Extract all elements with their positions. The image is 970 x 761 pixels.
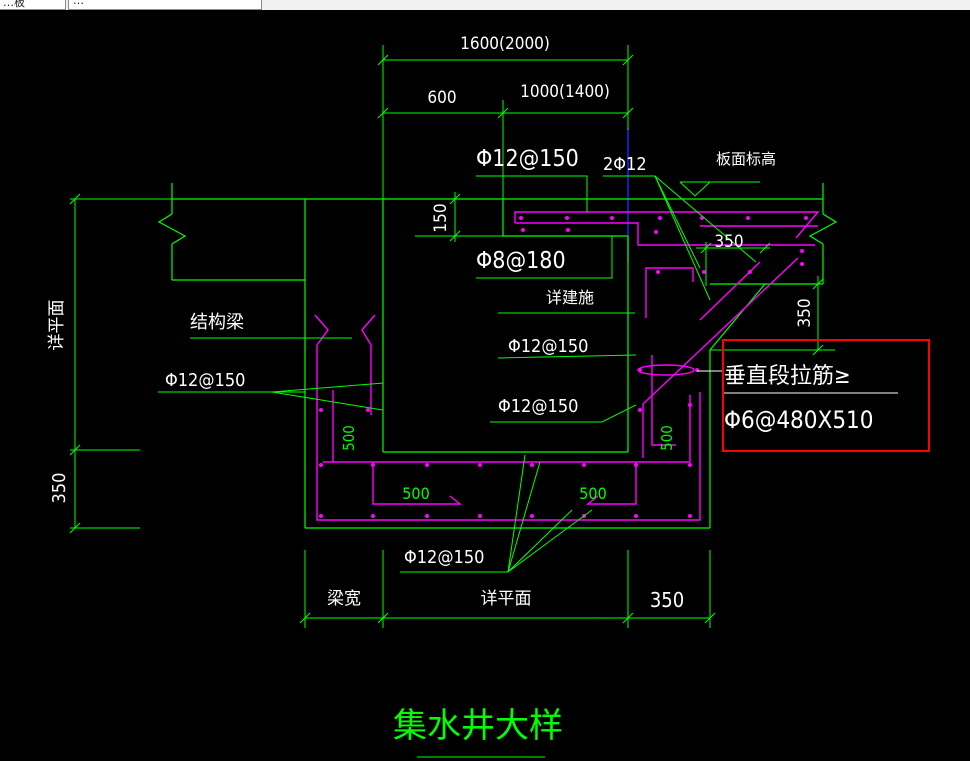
label-bottom-bar: Φ12@150 — [404, 547, 484, 568]
lap-labels: 500 500 500 500 — [340, 425, 676, 503]
dim-right-top: 1000(1400) — [520, 82, 610, 102]
drawing-tab[interactable]: … — [68, 0, 262, 10]
lap-label-left: 500 — [340, 425, 358, 451]
dim-total-top: 1600(2000) — [460, 34, 550, 54]
label-wall-bar-right: Φ12@150 — [498, 396, 578, 417]
file-tab[interactable]: …板 — [0, 0, 66, 10]
lap-label-right: 500 — [658, 425, 676, 451]
note-highlight-box — [722, 339, 930, 452]
label-dist-bar: Φ8@180 — [476, 248, 566, 274]
dim-bottom-beam: 梁宽 — [327, 589, 361, 609]
canvas-background — [0, 10, 970, 761]
dim-bottom-mid: 详平面 — [481, 589, 532, 609]
structure-outline — [157, 183, 838, 529]
dimension-lines — [69, 45, 835, 628]
drawing-tab-label: … — [73, 0, 84, 7]
note-line-1: 垂直段拉筋≥ — [724, 364, 851, 389]
drawing-title: 集水井大样 — [393, 706, 563, 746]
window-tab-bar: …板 … — [0, 0, 970, 10]
dim-left-vertical: 详平面 — [47, 300, 67, 351]
lap-label-bottom-right: 500 — [579, 484, 606, 503]
label-top-pair: 2Φ12 — [603, 154, 647, 175]
dim-slab-thick: 150 — [431, 203, 451, 232]
drawing-texts: 1600(2000) 600 1000(1400) Φ12@150 2Φ12 板… — [47, 34, 874, 612]
note-line-2: Φ6@480X510 — [724, 406, 874, 434]
label-top-bar: Φ12@150 — [476, 146, 579, 172]
label-beam: 结构梁 — [190, 312, 244, 333]
label-slab-elev: 板面标高 — [716, 150, 776, 168]
dim-chamfer: 350 — [714, 232, 743, 252]
dim-right-drop: 350 — [795, 298, 815, 327]
leader-lines — [158, 175, 757, 758]
label-wall-bar-left: Φ12@150 — [165, 370, 245, 391]
dim-left-bottom: 350 — [49, 473, 70, 504]
dim-bottom-right: 350 — [650, 588, 684, 612]
label-wall-bar-inner: Φ12@150 — [508, 336, 588, 357]
file-tab-label: …板 — [3, 0, 25, 9]
label-arch-ref: 详建施 — [546, 288, 594, 307]
dim-left-top: 600 — [427, 88, 456, 108]
lap-label-bottom-left: 500 — [402, 484, 429, 503]
